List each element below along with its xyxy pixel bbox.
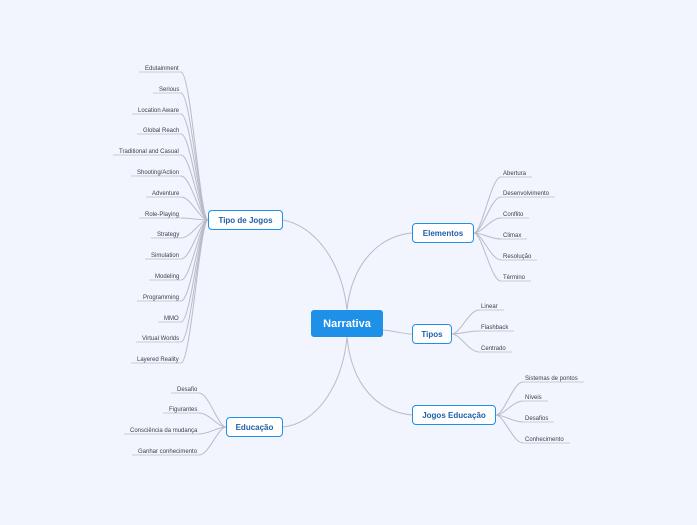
- subtopic-edutainment[interactable]: Edutainment: [145, 66, 179, 72]
- subtopic-figurantes[interactable]: Figurantes: [169, 407, 198, 413]
- subtopic-desenvolvimento[interactable]: Desenvolvimento: [503, 191, 550, 197]
- connector-line: [451, 309, 480, 335]
- branch-elementos[interactable]: Elementos: [412, 223, 474, 243]
- connector-line: [180, 219, 209, 343]
- subtopic-desafio[interactable]: Desafio: [177, 387, 198, 393]
- subtopic-simulation[interactable]: Simulation: [151, 253, 180, 259]
- branch-tipos[interactable]: Tipos: [412, 324, 452, 344]
- subtopic-shooting-action[interactable]: Shooting/Action: [137, 170, 180, 176]
- connector-line: [180, 113, 209, 221]
- connector-line: [180, 219, 209, 323]
- subtopic-virtual-worlds[interactable]: Virtual Worlds: [142, 336, 180, 342]
- branch-tipo-de-jogos[interactable]: Tipo de Jogos: [208, 210, 283, 230]
- central-topic[interactable]: Narrativa: [311, 310, 383, 337]
- subtopic-location-aware[interactable]: Location Aware: [138, 108, 179, 114]
- subtopic-mmo[interactable]: MMO: [164, 316, 179, 322]
- subtopic-modeling[interactable]: Modeling: [155, 274, 180, 280]
- subtopic-traditional-and-casual[interactable]: Traditional and Casual: [119, 149, 179, 155]
- subtopic-programming[interactable]: Programming: [143, 295, 180, 301]
- subtopic-termino[interactable]: Término: [503, 275, 526, 281]
- subtopic-climax[interactable]: Climax: [503, 233, 522, 239]
- connector-line: [473, 217, 502, 234]
- subtopic-global-reach[interactable]: Global Reach: [143, 128, 180, 134]
- connector-line: [382, 329, 413, 335]
- subtopic-strategy[interactable]: Strategy: [157, 232, 180, 238]
- connector-line: [282, 336, 348, 428]
- subtopic-niveis[interactable]: Níveis: [525, 395, 542, 401]
- connector-line: [180, 219, 209, 364]
- connector-line: [198, 412, 227, 428]
- subtopic-flashback[interactable]: Flashback: [481, 325, 509, 331]
- connector-line: [198, 426, 227, 456]
- subtopic-conflito[interactable]: Conflito: [503, 212, 524, 218]
- subtopic-linear[interactable]: Linear: [481, 304, 498, 310]
- connector-line: [346, 336, 413, 416]
- connector-line: [198, 392, 227, 428]
- connector-line: [282, 219, 348, 311]
- connector-line: [495, 400, 524, 416]
- connector-line: [473, 196, 502, 234]
- subtopic-role-playing[interactable]: Role-Playing: [145, 212, 180, 218]
- subtopic-consciencia-da-mudanca[interactable]: Consciência da mudança: [130, 428, 198, 434]
- branch-educacao[interactable]: Educação: [226, 417, 283, 437]
- subtopic-adventure[interactable]: Adventure: [152, 191, 180, 197]
- subtopic-layered-reality[interactable]: Layered Reality: [137, 357, 179, 363]
- subtopic-abertura[interactable]: Abertura: [503, 171, 527, 177]
- subtopic-resolucao[interactable]: Resolução: [503, 254, 532, 260]
- connector-line: [198, 426, 227, 435]
- connector-line: [451, 333, 480, 353]
- connector-line: [180, 92, 209, 221]
- connector-line: [495, 414, 524, 423]
- connector-line: [495, 414, 524, 444]
- connector-line: [473, 232, 502, 282]
- subtopic-conhecimento[interactable]: Conhecimento: [525, 437, 564, 443]
- subtopic-desafios[interactable]: Desafios: [525, 416, 549, 422]
- connector-line: [346, 232, 413, 311]
- branch-jogos-educacao[interactable]: Jogos Educação: [412, 405, 496, 425]
- connector-line: [451, 330, 480, 335]
- connector-line: [495, 381, 524, 416]
- subtopic-sistemas-de-pontos[interactable]: Sistemas de pontos: [525, 376, 578, 382]
- connector-line: [180, 175, 209, 221]
- subtopic-centrado[interactable]: Centrado: [481, 346, 506, 352]
- connector-line: [180, 196, 209, 221]
- subtopic-ganhar-conhecimento[interactable]: Ganhar conhecimento: [138, 449, 198, 455]
- subtopic-serious[interactable]: Serious: [159, 87, 180, 93]
